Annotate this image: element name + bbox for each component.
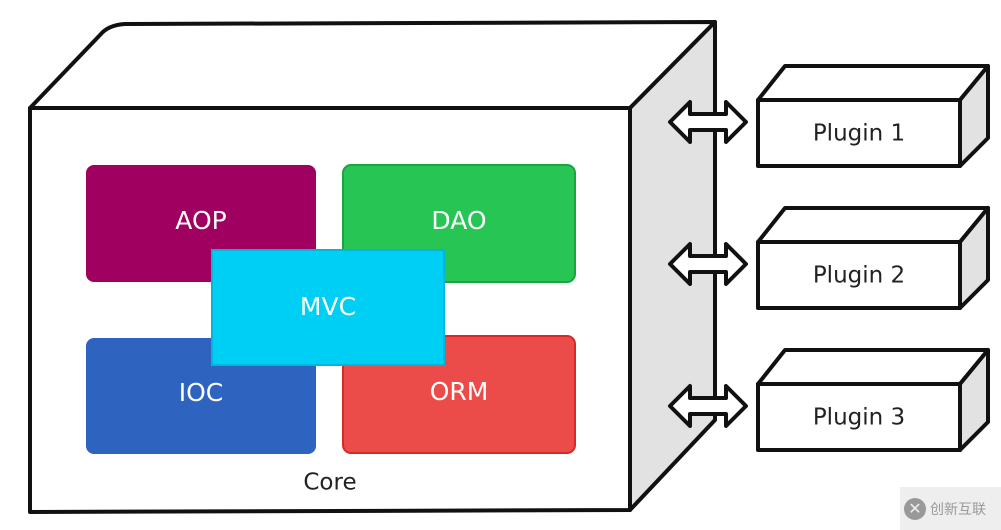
watermark-text: 创新互联 [930, 501, 986, 518]
double-arrow-icon [668, 384, 748, 428]
module-orm-label: ORM [430, 377, 489, 406]
plugin-front-face [756, 240, 962, 310]
double-arrow-icon [668, 242, 748, 286]
plugin-label: Plugin 1 [813, 121, 905, 147]
plugin-top-face [756, 348, 990, 386]
x-logo-icon: ✕ [904, 497, 926, 520]
plugin-front-face [756, 98, 962, 168]
plugin-3: Plugin 3 [756, 348, 990, 452]
plugin-1: Plugin 1 [756, 64, 990, 168]
plugin-front-face [756, 382, 962, 452]
module-dao-label: DAO [431, 206, 486, 235]
module-ioc: IOC [86, 338, 316, 454]
module-mvc-label: MVC [300, 292, 356, 321]
double-arrow-icon [668, 100, 748, 144]
plugin-label: Plugin 2 [813, 263, 905, 289]
core-top-face [28, 20, 717, 110]
plugin-top-face [756, 206, 990, 244]
watermark: ✕ 创新互联 [900, 487, 1001, 530]
module-mvc: MVC [211, 249, 445, 366]
plugin-label: Plugin 3 [813, 405, 905, 431]
core-label: Core [303, 470, 356, 496]
module-ioc-label: IOC [179, 378, 224, 407]
plugin-top-face [756, 64, 990, 102]
plugin-2: Plugin 2 [756, 206, 990, 310]
module-aop-label: AOP [175, 206, 226, 235]
